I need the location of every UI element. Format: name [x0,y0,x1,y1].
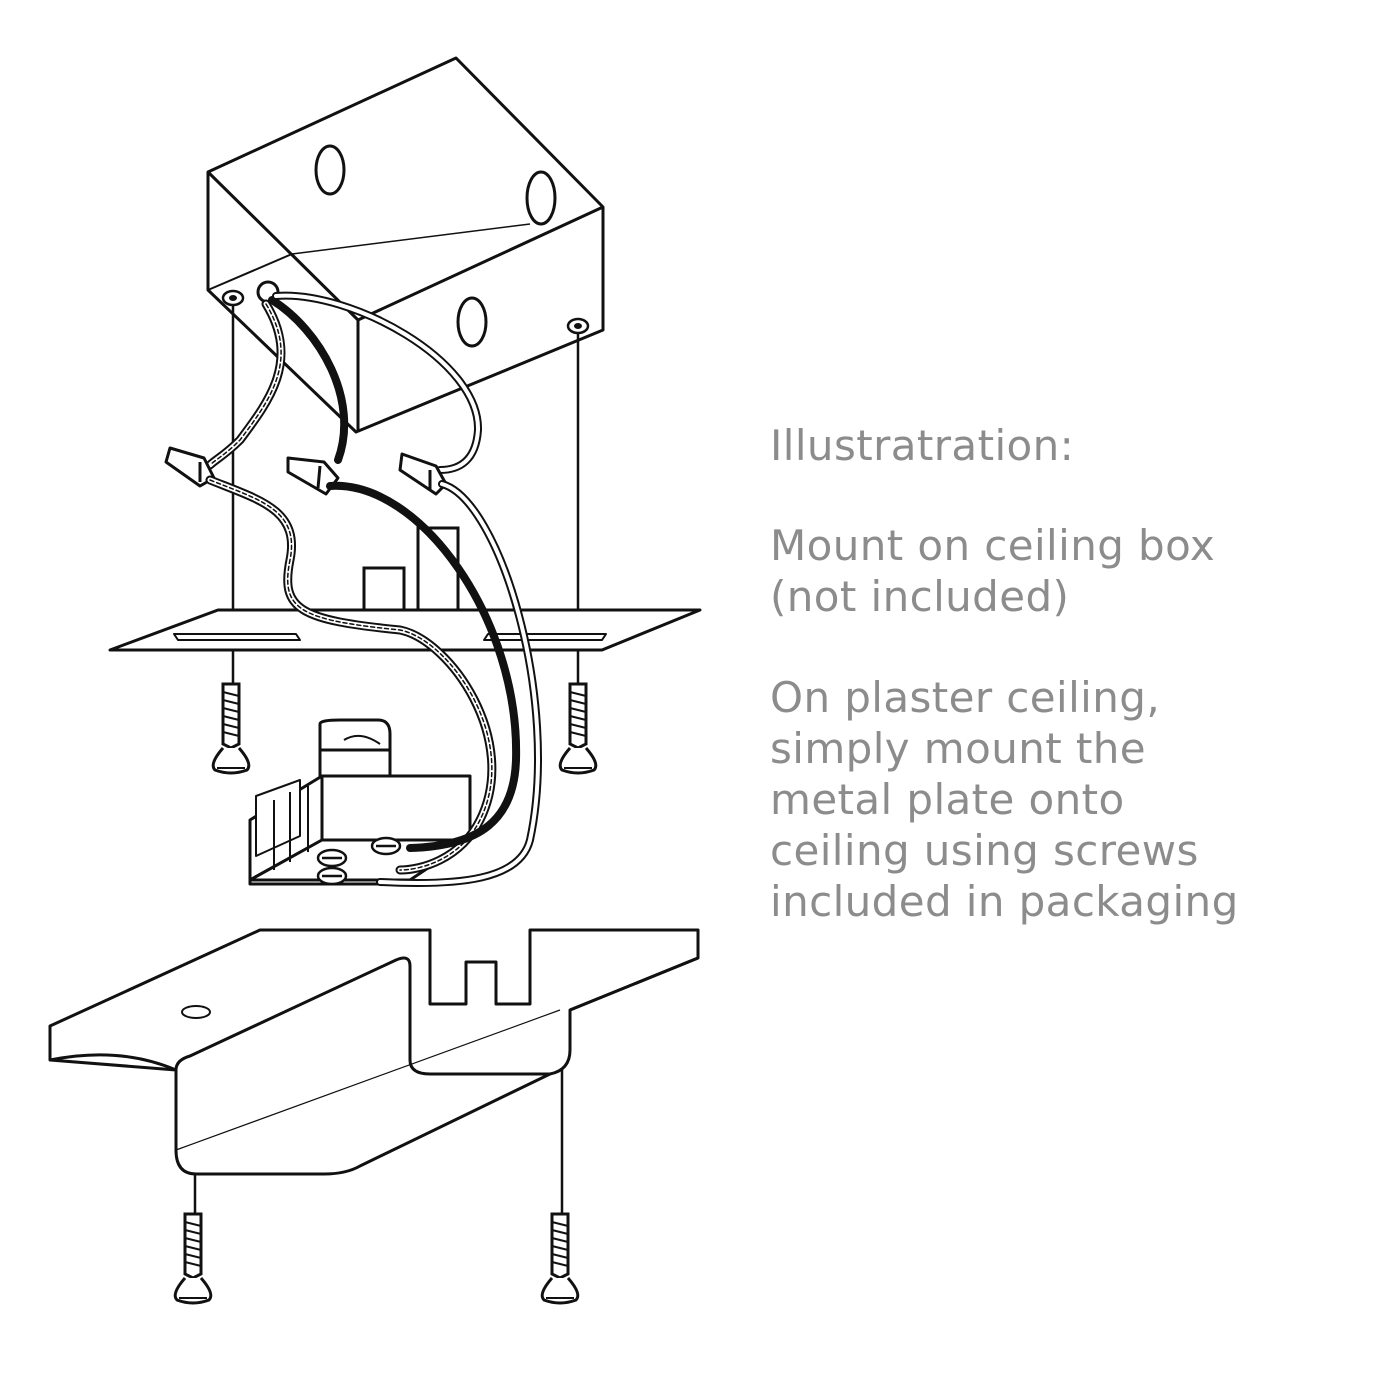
box-screw-hole [566,317,590,335]
knockout-hole-icon [525,170,557,226]
screw-icon [540,1212,580,1305]
caption-heading: Illustratration: [770,421,1075,470]
caption-plaster-ceiling: On plaster ceiling, simply mount the met… [770,673,1239,926]
metal-mounting-plate [48,928,700,1176]
box-screw-hole [221,289,245,307]
plate-screw-hole [181,1005,211,1019]
crossbar-tab [362,526,460,612]
screw-icon [211,682,251,775]
wire-nut-icon [398,452,448,496]
knockout-hole-icon [456,296,488,348]
supply-wires [205,291,483,474]
screw-icon [558,682,598,775]
terminal-screw [316,836,402,886]
fixture-wires [205,475,542,888]
caption-mount-on-box: Mount on ceiling box (not included) [770,521,1216,621]
ceiling-junction-box [206,56,605,434]
screw-icon [173,1212,213,1305]
knockout-hole-icon [314,144,346,196]
